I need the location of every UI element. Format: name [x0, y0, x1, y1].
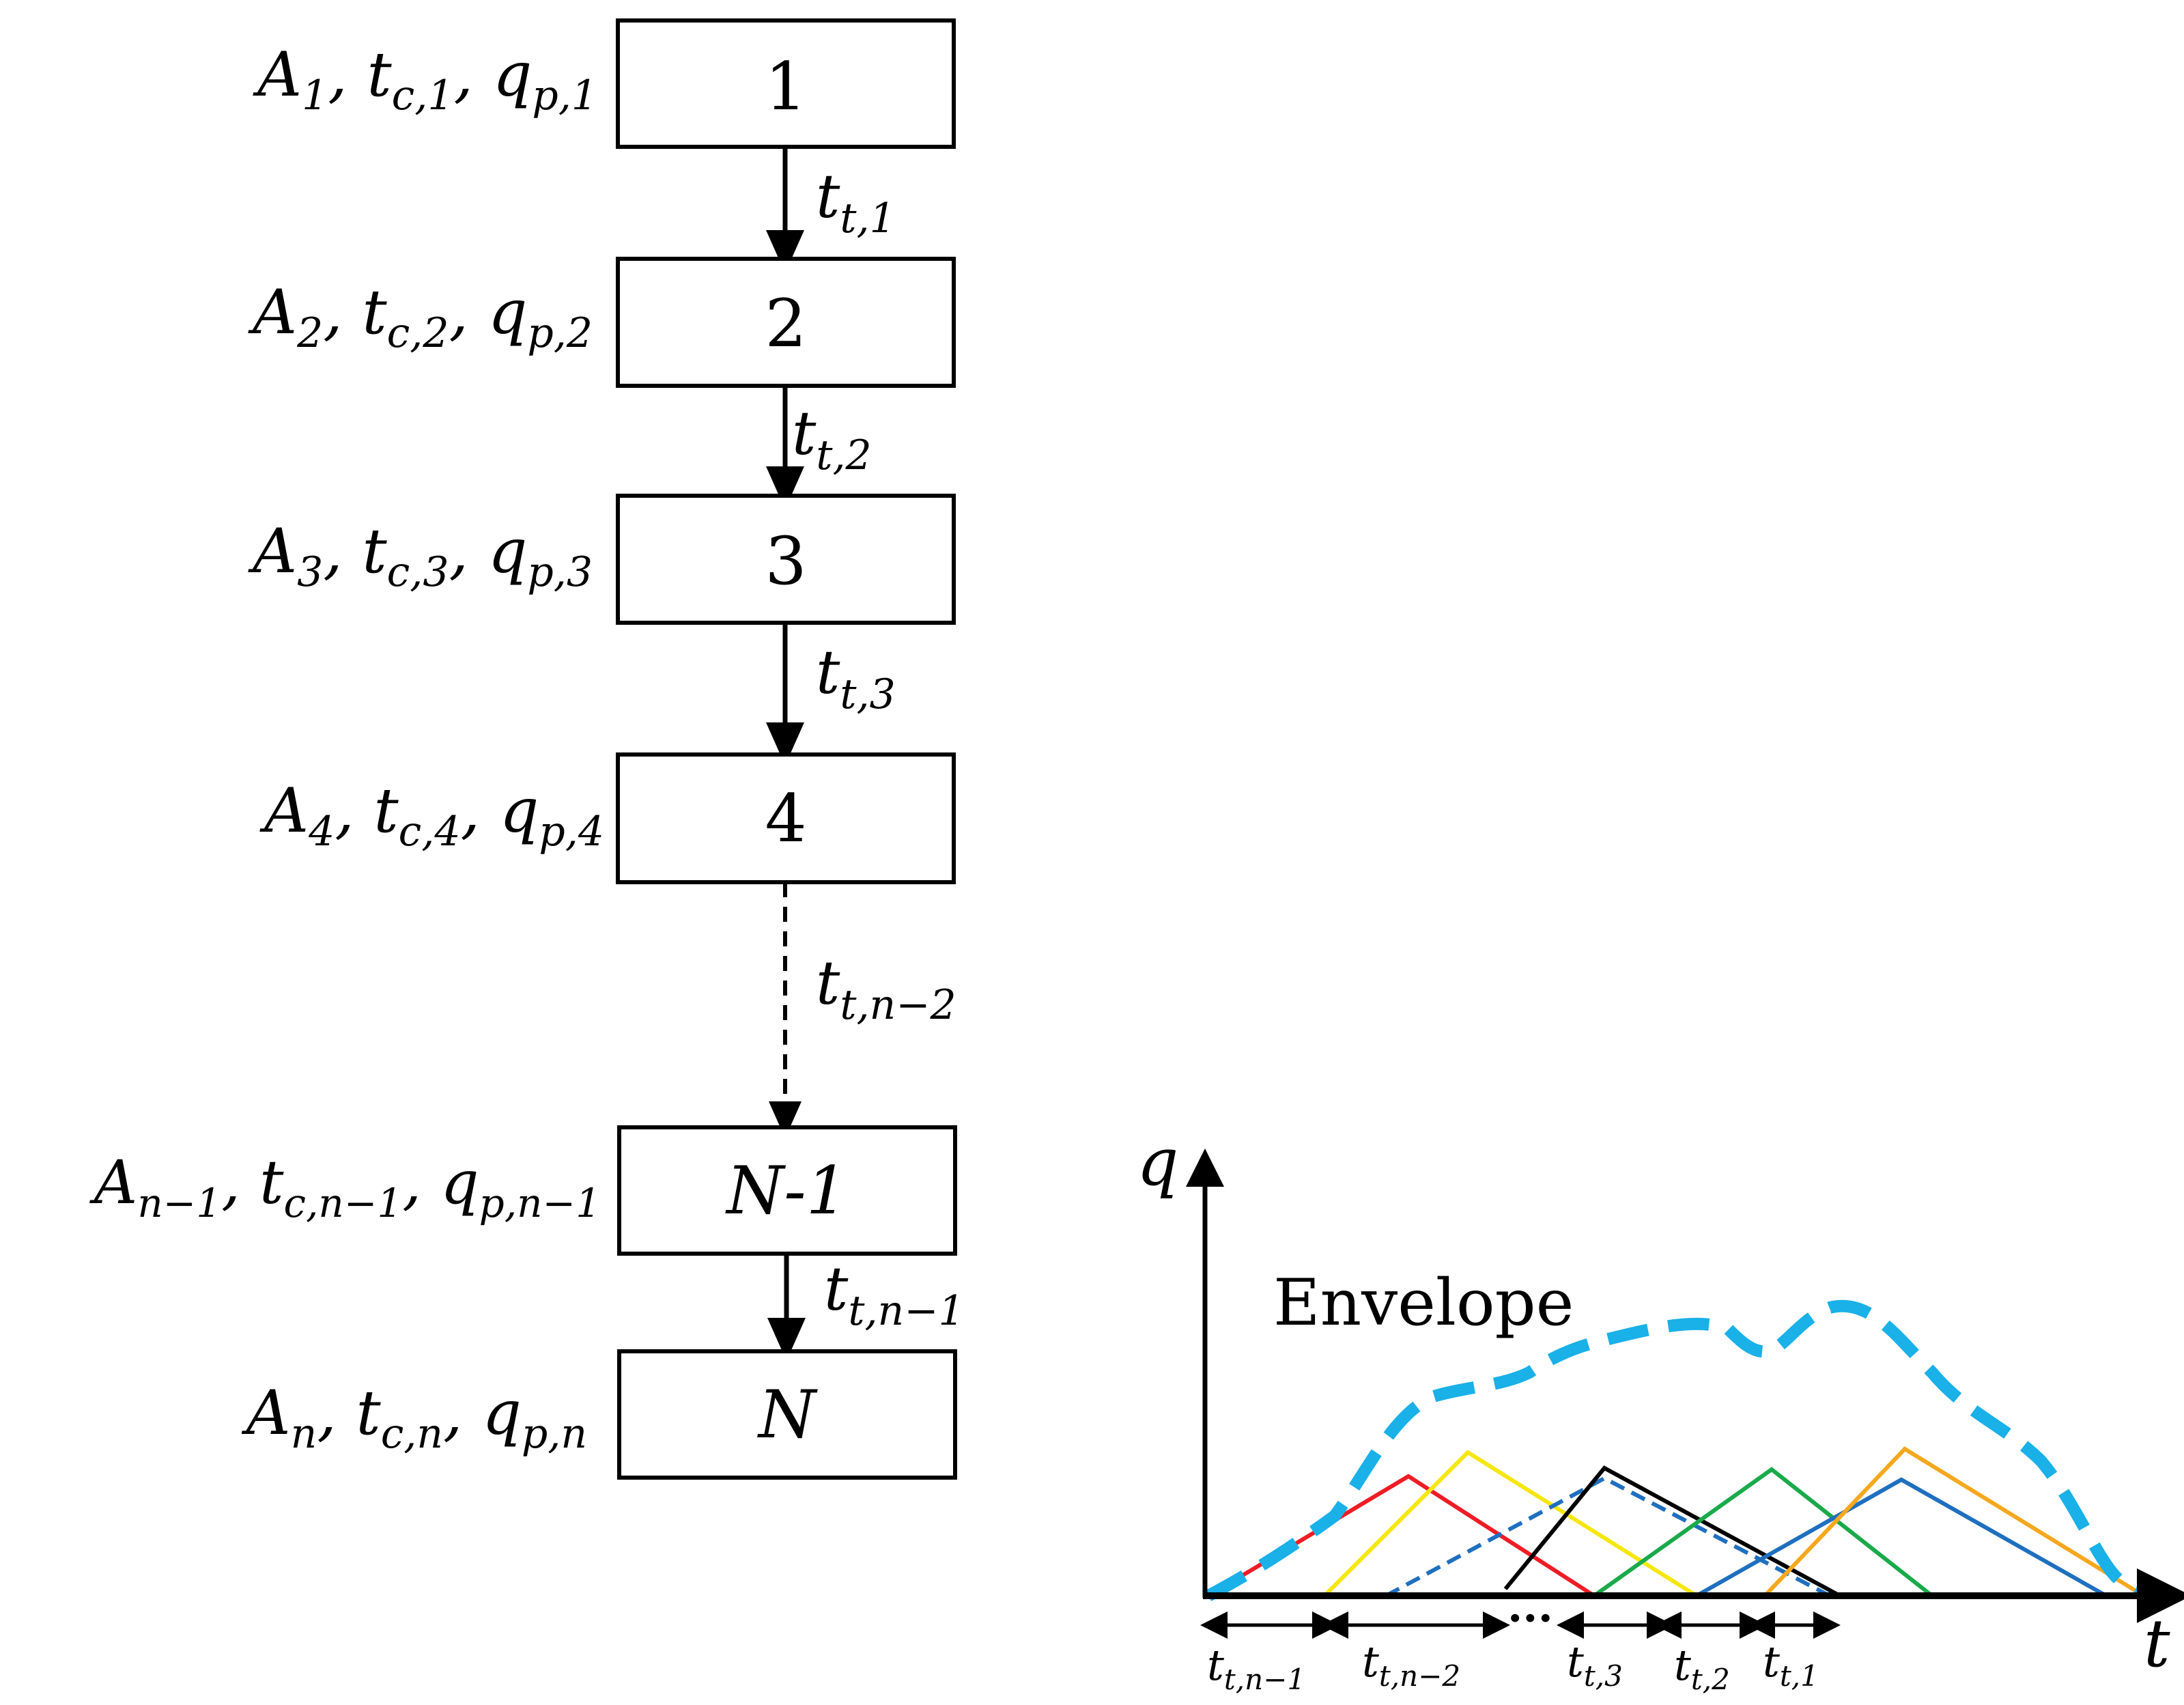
interval-label-2: tt,2 — [1674, 1640, 1730, 1696]
interval-label-n-2: tt,n−2 — [1362, 1637, 1460, 1693]
node-3-params: A3, tc,3, qp,3 — [248, 516, 593, 596]
node-1-label: 1 — [765, 48, 806, 125]
node-n-1: N-1 — [617, 1125, 957, 1256]
node-n-1-params: An−1, tc,n−1, qp,n−1 — [89, 1147, 601, 1226]
interval-ellipsis: ··· — [1507, 1593, 1553, 1644]
interval-label-3: tt,3 — [1567, 1637, 1623, 1693]
node-2-params: A2, tc,2, qp,2 — [248, 277, 593, 357]
node-n: N — [617, 1349, 957, 1480]
node-2-label: 2 — [765, 285, 806, 362]
hydrograph: q t Envelope ··· tt,n−1 tt,n−2 tt,3 tt,2… — [1137, 1124, 2184, 1696]
hydrograph-blue — [1695, 1477, 2108, 1598]
node-n-label: N — [757, 1377, 818, 1453]
node-n-params: An, tc,n, qp,n — [242, 1377, 587, 1458]
node-2: 2 — [616, 257, 956, 388]
interval-label-1: tt,1 — [1763, 1637, 1819, 1693]
hydrograph-orange — [1763, 1446, 2145, 1598]
hydrograph-yellow — [1322, 1450, 1698, 1598]
node-3: 3 — [616, 494, 956, 625]
edge-label-2-3: tt,2 — [792, 398, 872, 479]
node-1: 1 — [616, 18, 956, 149]
envelope-curve — [1205, 1299, 2153, 1604]
node-n-1-label: N-1 — [725, 1153, 848, 1229]
x-axis-label: t — [2144, 1605, 2170, 1682]
node-3-label: 3 — [765, 523, 806, 600]
edge-label-4-n1: tt,n−2 — [816, 948, 956, 1029]
flowchart: tt,1 tt,2 tt,3 tt,n−2 tt,n−1 1 2 3 4 — [89, 18, 965, 1480]
edge-label-n1-n: tt,n−1 — [824, 1254, 965, 1335]
node-4-label: 4 — [765, 780, 806, 857]
interval-label-n-1: tt,n−1 — [1207, 1640, 1305, 1696]
node-4: 4 — [616, 752, 956, 884]
edge-label-3-4: tt,3 — [816, 637, 896, 718]
y-axis-label: q — [1137, 1124, 1178, 1200]
subbasin-hydrographs — [1207, 1446, 2145, 1598]
envelope-label: Envelope — [1273, 1266, 1574, 1340]
hydrograph-black — [1503, 1465, 1841, 1598]
hydrograph-green — [1593, 1467, 1933, 1598]
edge-label-1-2: tt,1 — [816, 161, 896, 242]
hydrograph-blue-dashed — [1385, 1476, 1831, 1598]
node-1-params: A1, tc,1, qp,1 — [253, 39, 597, 119]
node-4-params: A4, tc,4, qp,4 — [259, 775, 604, 856]
